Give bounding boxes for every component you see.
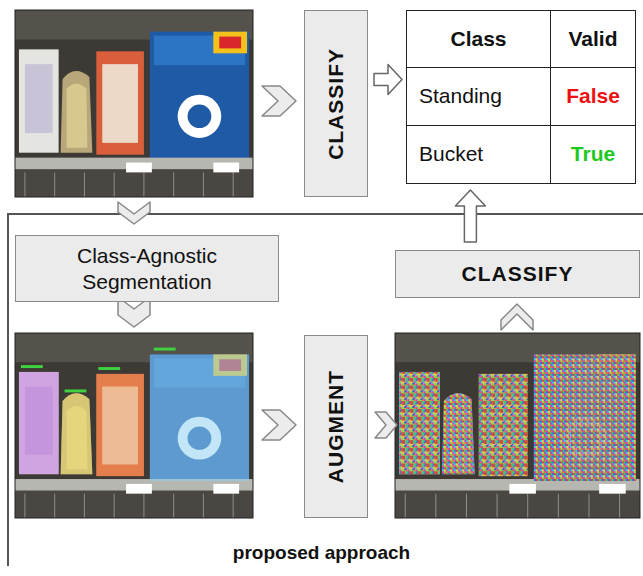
classify-box: CLASSIFY	[395, 250, 640, 298]
node-label: AUGMENT	[323, 370, 348, 483]
classify-box: CLASSIFY	[304, 10, 368, 197]
table-cell: Bucket	[407, 126, 551, 183]
approach-bracket	[8, 214, 643, 566]
table-header: Valid	[551, 11, 635, 68]
augment-box: AUGMENT	[304, 335, 368, 518]
result-table: ClassValidStandingFalseBucketTrue	[406, 10, 636, 184]
table-header: Class	[407, 11, 551, 68]
table-cell: Standing	[407, 68, 551, 125]
flow-arrow	[374, 65, 402, 95]
table-cell: False	[551, 68, 635, 125]
augmented-photo	[395, 333, 640, 518]
node-label: CLASSIFY	[323, 48, 348, 160]
table-cell: True	[551, 126, 635, 183]
caption-label: proposed approach	[20, 542, 623, 564]
process-box: Class-Agnostic Segmentation	[15, 235, 279, 302]
shelf-photo	[15, 10, 253, 197]
node-label: CLASSIFY	[462, 261, 574, 286]
node-label: Class-Agnostic Segmentation	[16, 243, 278, 293]
segmented-photo	[15, 333, 253, 518]
flow-arrow	[455, 190, 485, 242]
